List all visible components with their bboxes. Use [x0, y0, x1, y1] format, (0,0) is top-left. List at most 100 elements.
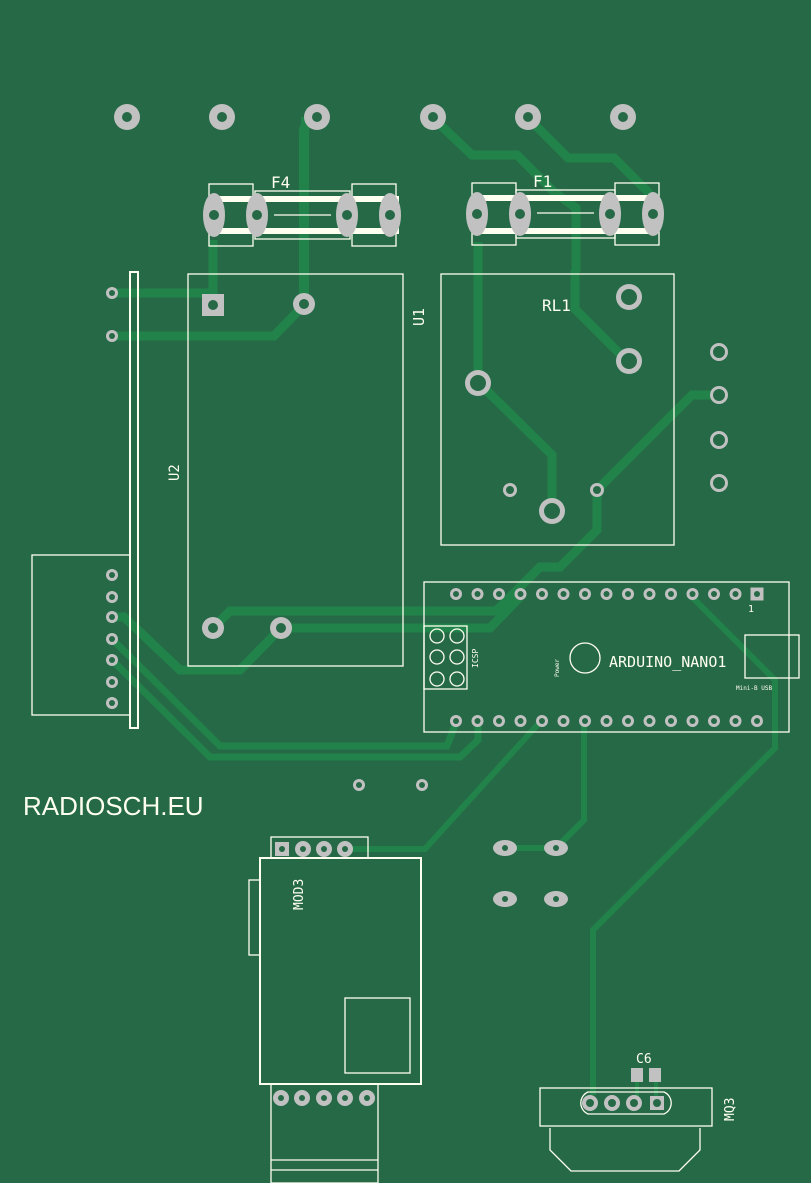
trace-relay-left [429, 114, 581, 272]
nano-pad [665, 715, 677, 727]
label-f4: F4 [271, 173, 290, 192]
rl1-pad [590, 483, 604, 497]
fuse-f1-pad [599, 192, 621, 236]
fuse-f4-pad [246, 193, 268, 237]
nano-pad [600, 588, 613, 600]
via-pad [416, 779, 428, 791]
label-f1: F1 [533, 172, 552, 191]
u1-pad [202, 617, 224, 639]
mod3-bottom-header [270, 1083, 379, 1183]
trace-header-to-u1-pin1 [112, 288, 218, 303]
nano-pad [729, 588, 742, 600]
mod3-inner-chip [344, 997, 411, 1074]
mod3-pad [295, 841, 311, 857]
mod3-bottom-pad [273, 1090, 289, 1106]
trace-nano-to-mq3 [590, 594, 778, 1095]
nano-pad [493, 715, 505, 727]
side-pad [710, 431, 728, 449]
label-mod3: MOD3 [292, 879, 307, 910]
u1-outline [187, 273, 404, 667]
mod3-side-tab [248, 879, 261, 956]
nano-pad [450, 715, 462, 727]
terminal-pad [610, 104, 636, 130]
button-pad [544, 840, 568, 856]
rl1-pad [539, 498, 565, 524]
nano-pad [557, 715, 570, 727]
terminal-pad [420, 104, 446, 130]
icsp-pins [429, 628, 465, 687]
pads [106, 104, 764, 1111]
labels: F4 F1 RL1 U1 U2 ARDUINO_NANO1 1 ICSP Pow… [23, 172, 773, 1121]
connector-pad [106, 569, 118, 581]
trace-header-lower-2 [109, 657, 482, 761]
nano-pad [450, 588, 462, 600]
nano-pad [686, 715, 699, 727]
fuse-f4-pad [203, 193, 225, 237]
mod3-pad [316, 841, 332, 857]
label-u1: U1 [410, 308, 428, 326]
label-arduino-nano: ARDUINO_NANO1 [609, 653, 726, 671]
side-pad [710, 386, 728, 404]
label-usb: Mini-B USB [736, 685, 773, 692]
label-rl1: RL1 [542, 296, 571, 315]
nano-pad [643, 715, 656, 727]
fuse-f4-pad [336, 193, 358, 237]
connector-pad [106, 654, 118, 666]
mod3-bottom-pad [294, 1090, 310, 1106]
mq3-pad-1 [650, 1096, 664, 1110]
button-pad [493, 891, 517, 907]
mod3-bottom-pad [316, 1090, 332, 1106]
trace-f4-top [299, 117, 311, 303]
nano-pad [536, 588, 548, 600]
nano-pad [514, 715, 527, 727]
mq3-outline [539, 1087, 713, 1127]
fuse-f1-pad [509, 192, 531, 236]
connector-pad [106, 633, 118, 645]
trace-rl1-com [474, 378, 557, 510]
nano-pad [471, 588, 484, 600]
nano-pad [579, 715, 591, 727]
rl1-pad [465, 370, 491, 396]
nano-pad [643, 588, 656, 600]
icsp-outline [423, 625, 468, 690]
trace-nano-to-button [505, 720, 587, 851]
terminal-pad [304, 104, 330, 130]
c6-pad [631, 1068, 643, 1082]
fuse-f1-pad [466, 192, 488, 236]
terminal-pad [515, 104, 541, 130]
connector-pad [106, 676, 118, 688]
rl1-pad [503, 483, 517, 497]
nano-pad [708, 715, 720, 727]
mq3-bottom-outline [549, 1128, 701, 1172]
button-pad [544, 891, 568, 907]
mq3-pin-outline [580, 1091, 672, 1115]
u1-pad-1 [202, 294, 224, 316]
u2-outline [129, 271, 139, 729]
nano-pad [471, 715, 484, 727]
nano-pad [579, 588, 591, 600]
nano-pad [600, 715, 613, 727]
mq3-pad [604, 1095, 620, 1111]
mod3-outline [259, 857, 422, 1085]
trace-header-lower-1 [109, 636, 461, 750]
via-pad [353, 779, 365, 791]
label-brand: RADIOSCH.EU [23, 791, 204, 821]
label-u2: U2 [167, 464, 183, 481]
nano-pad [514, 588, 527, 600]
nano-pad [622, 715, 634, 727]
nano-pad [493, 588, 505, 600]
rl1-outline [440, 273, 675, 546]
nano-pad-1 [750, 587, 764, 601]
u1-pad [293, 293, 315, 315]
terminal-pad [114, 104, 140, 130]
trace-header-to-u1 [112, 612, 285, 675]
connector-pad [106, 591, 118, 603]
traces [109, 114, 778, 1103]
connector-pad [106, 611, 118, 623]
c6-pad [649, 1068, 661, 1082]
nano-pad [686, 588, 699, 600]
label-icsp: ICSP [471, 649, 480, 668]
side-pad [710, 343, 728, 361]
